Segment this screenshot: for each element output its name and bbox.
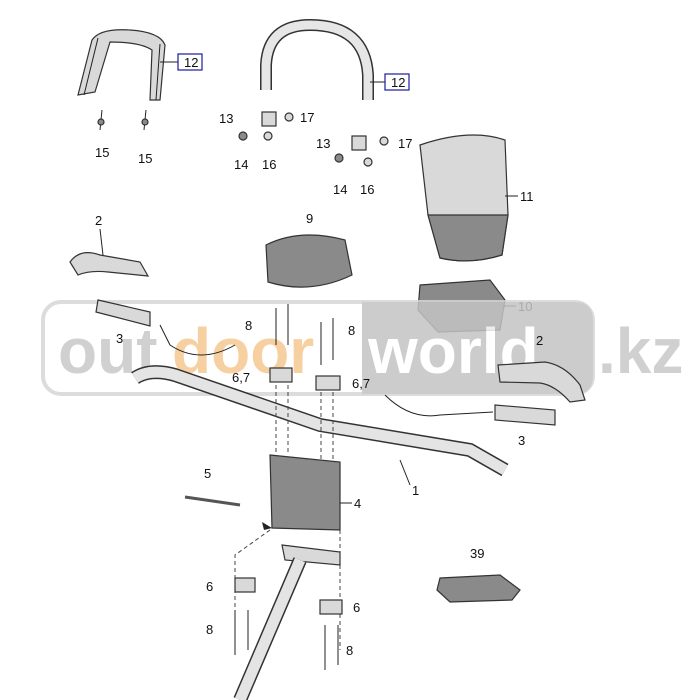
callout-2: 2: [536, 333, 543, 348]
callout-11: 11: [520, 189, 534, 204]
part-3-throttle-right: [494, 404, 556, 426]
callout-17: 17: [300, 110, 314, 125]
part-4-riser: [269, 454, 341, 531]
part-3-throttle-left: [95, 299, 151, 327]
callout-1: 1: [412, 483, 419, 498]
callout-14: 14: [234, 157, 248, 172]
callout-15: 15: [95, 145, 109, 160]
part-9-cover: [265, 234, 353, 288]
callout-8: 8: [245, 318, 252, 333]
part-2-grip-left: [69, 252, 150, 277]
watermark-tld: .kz: [598, 315, 683, 387]
callout-6-7: 6,7: [352, 376, 370, 391]
callout-2: 2: [95, 213, 102, 228]
callout-14: 14: [333, 182, 347, 197]
callout-3: 3: [116, 331, 123, 346]
callout-13: 13: [219, 111, 233, 126]
callout-17: 17: [398, 136, 412, 151]
part-12-handguard-left: [77, 29, 166, 101]
callout-6: 6: [206, 579, 213, 594]
callout-12: 12: [391, 75, 405, 90]
callout-5: 5: [204, 466, 211, 481]
callout-16: 16: [262, 157, 276, 172]
callout-8: 8: [348, 323, 355, 338]
callout-9: 9: [306, 211, 313, 226]
callout-8: 8: [346, 643, 353, 658]
callout-6: 6: [353, 600, 360, 615]
callout-16: 16: [360, 182, 374, 197]
callout-13: 13: [316, 136, 330, 151]
part-39-plate: [436, 574, 521, 603]
part-2-grip-right: [497, 361, 586, 403]
part-11-cover: [419, 134, 509, 262]
callout-12: 12: [184, 55, 198, 70]
part-12-tube-arc: [260, 18, 374, 100]
callout-8: 8: [206, 622, 213, 637]
callout-39: 39: [470, 546, 484, 561]
callout-15: 15: [138, 151, 152, 166]
callout-4: 4: [354, 496, 361, 511]
part-5-rod: [184, 495, 241, 507]
callout-3: 3: [518, 433, 525, 448]
callout-6-7: 6,7: [232, 370, 250, 385]
